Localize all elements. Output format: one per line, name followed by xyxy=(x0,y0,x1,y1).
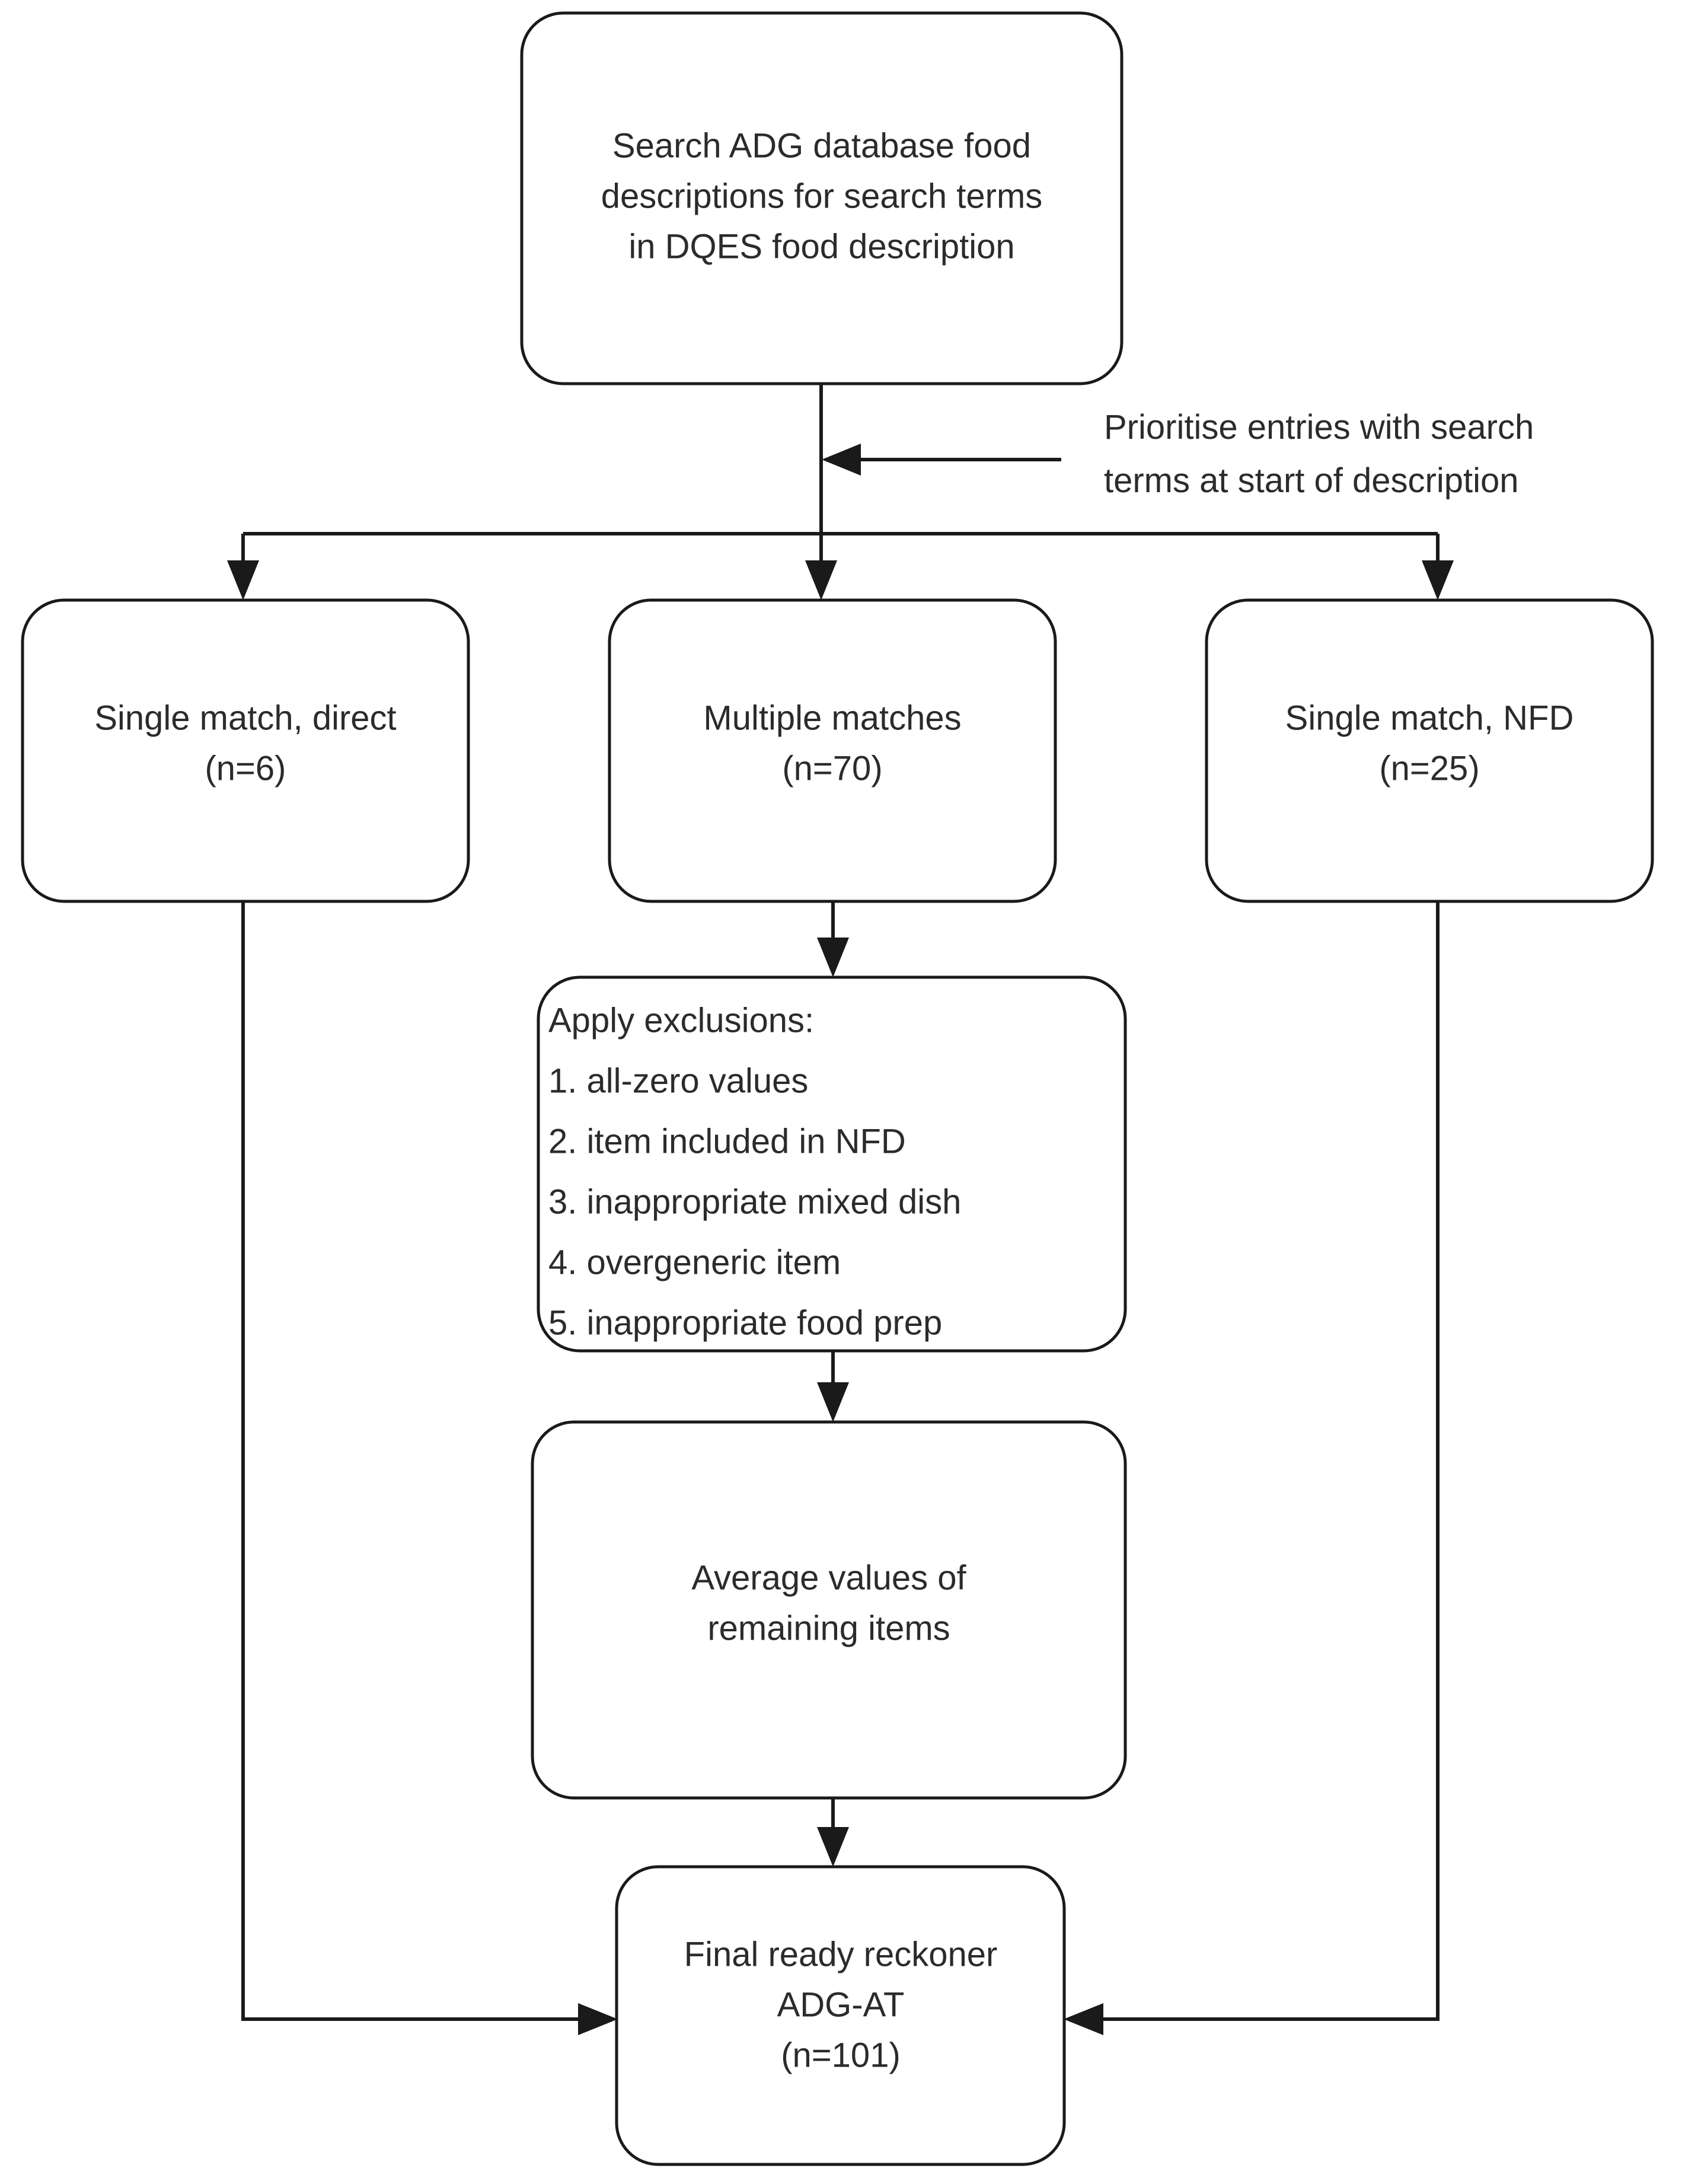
edge-exclusions-to-average xyxy=(817,1351,849,1422)
arrowhead-to-single-nfd xyxy=(1422,560,1454,600)
node-exclusions-item-1: 1. all-zero values xyxy=(548,1061,808,1100)
node-search-line-3: in DQES food description xyxy=(628,227,1014,266)
edge-branch-bar xyxy=(227,532,1454,600)
edge-multiple-to-exclusions xyxy=(817,901,849,977)
annotation-prioritise: Prioritise entries with search terms at … xyxy=(1104,408,1534,500)
node-average-line-2: remaining items xyxy=(707,1609,950,1647)
node-exclusions-item-3: 3. inappropriate mixed dish xyxy=(548,1182,961,1221)
node-single-match-nfd[interactable]: Single match, NFD (n=25) xyxy=(1205,598,1654,903)
node-search-line-2: descriptions for search terms xyxy=(601,177,1043,215)
node-average-line-1: Average values of xyxy=(691,1558,966,1597)
node-search-box[interactable] xyxy=(520,11,1124,385)
node-single-nfd-line-2: (n=25) xyxy=(1379,749,1479,787)
node-exclusions-heading: Apply exclusions: xyxy=(548,1001,814,1040)
annotation-prioritise-line-2: terms at start of description xyxy=(1104,461,1518,500)
node-multiple-line-2: (n=70) xyxy=(782,749,882,787)
node-single-nfd-box[interactable] xyxy=(1205,598,1654,903)
node-multiple-matches[interactable]: Multiple matches (n=70) xyxy=(608,598,1057,903)
node-single-nfd-line-1: Single match, NFD xyxy=(1285,699,1574,737)
arrowhead-to-single-direct xyxy=(227,560,259,600)
edge-single-nfd-to-final xyxy=(1064,901,1440,2035)
node-exclusions-item-5: 5. inappropriate food prep xyxy=(548,1303,942,1342)
edge-prioritise-annotation xyxy=(822,444,1061,476)
node-search-adg-database[interactable]: Search ADG database food descriptions fo… xyxy=(520,11,1124,385)
edge-average-to-final xyxy=(817,1798,849,1867)
node-multiple-line-1: Multiple matches xyxy=(703,699,961,737)
node-exclusions-item-2: 2. item included in NFD xyxy=(548,1122,906,1160)
node-final-box[interactable] xyxy=(615,1865,1066,2166)
annotation-prioritise-line-1: Prioritise entries with search xyxy=(1104,408,1534,447)
arrowhead-to-final-left xyxy=(578,2003,618,2035)
node-single-direct-box[interactable] xyxy=(21,598,470,903)
node-exclusions-item-4: 4. overgeneric item xyxy=(548,1243,841,1281)
node-final-line-2: ADG-AT xyxy=(777,1985,905,2024)
arrowhead-to-final-top xyxy=(817,1827,849,1867)
edge-search-to-branch xyxy=(805,382,837,600)
node-exclusions-box[interactable] xyxy=(537,975,1127,1353)
node-multiple-box[interactable] xyxy=(608,598,1057,903)
node-apply-exclusions[interactable]: Apply exclusions: 1. all-zero values 2. … xyxy=(537,975,1127,1353)
node-average-values[interactable]: Average values of remaining items xyxy=(531,1420,1127,1800)
arrowhead-to-multiple xyxy=(805,560,837,600)
node-average-box[interactable] xyxy=(531,1420,1127,1800)
arrowhead-to-average xyxy=(817,1382,849,1422)
node-single-direct-line-1: Single match, direct xyxy=(94,699,396,737)
arrowhead-to-final-right xyxy=(1064,2003,1103,2035)
edge-single-direct-to-final xyxy=(241,901,618,2035)
node-search-line-1: Search ADG database food xyxy=(612,126,1031,165)
node-single-direct-line-2: (n=6) xyxy=(205,749,286,787)
node-final-line-1: Final ready reckoner xyxy=(684,1935,998,1973)
node-single-match-direct[interactable]: Single match, direct (n=6) xyxy=(21,598,470,903)
node-final-ready-reckoner[interactable]: Final ready reckoner ADG-AT (n=101) xyxy=(615,1865,1066,2166)
arrowhead-prioritise xyxy=(822,444,861,476)
arrowhead-to-exclusions xyxy=(817,938,849,977)
node-final-line-3: (n=101) xyxy=(781,2036,901,2074)
